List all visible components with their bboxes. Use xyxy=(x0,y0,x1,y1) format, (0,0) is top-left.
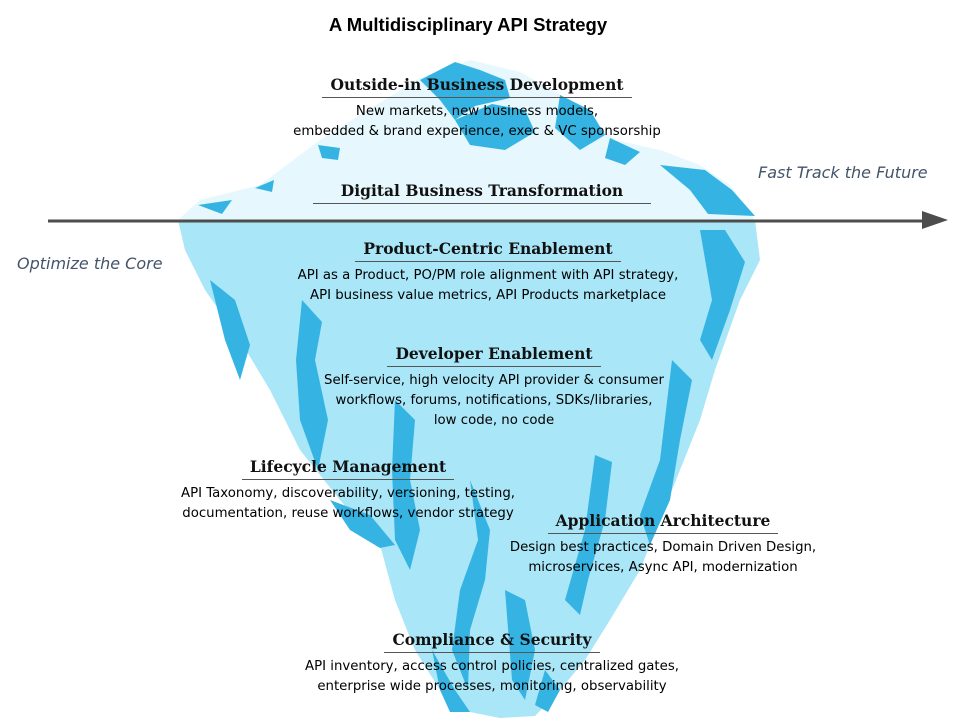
section-developer: Developer Enablement Self-service, high … xyxy=(294,344,694,431)
iceberg-tip-shadows xyxy=(198,62,755,216)
iceberg-body xyxy=(178,220,760,718)
iceberg-body-shadows xyxy=(210,230,745,712)
section-line: documentation, reuse workflows, vendor s… xyxy=(182,506,514,521)
waterline-arrow xyxy=(48,211,948,229)
section-heading: Product-Centric Enablement xyxy=(355,239,621,262)
iceberg-tip xyxy=(178,60,755,220)
section-line: low code, no code xyxy=(433,413,555,428)
diagram-title: A Multidisciplinary API Strategy xyxy=(328,14,608,35)
section-heading: Outside-in Business Development xyxy=(322,75,632,98)
section-heading: Compliance & Security xyxy=(384,630,600,653)
section-line: workflows, forums, notifications, SDKs/l… xyxy=(335,393,653,408)
section-heading: Digital Business Transformation xyxy=(312,181,652,204)
section-line: API as a Product, PO/PM role alignment w… xyxy=(297,268,679,283)
section-product: Product-Centric Enablement API as a Prod… xyxy=(238,239,738,306)
section-digital: Digital Business Transformation xyxy=(282,181,682,204)
section-architecture: Application Architecture Design best pra… xyxy=(463,511,863,578)
section-line: Design best practices, Domain Driven Des… xyxy=(509,540,817,555)
section-line: New markets, new business models, xyxy=(355,104,599,119)
section-line: microservices, Async API, modernization xyxy=(528,560,798,575)
section-line: API inventory, access control policies, … xyxy=(305,659,679,674)
arrow-head xyxy=(922,211,948,229)
section-heading: Developer Enablement xyxy=(387,344,601,367)
section-compliance: Compliance & Security API inventory, acc… xyxy=(242,630,742,697)
section-line: API Taxonomy, discoverability, versionin… xyxy=(180,486,516,501)
section-line: API business value metrics, API Products… xyxy=(309,288,667,303)
section-lifecycle: Lifecycle Management API Taxonomy, disco… xyxy=(148,457,548,524)
section-line: enterprise wide processes, monitoring, o… xyxy=(317,679,667,694)
axis-right-label: Fast Track the Future xyxy=(758,163,928,182)
section-line: embedded & brand experience, exec & VC s… xyxy=(293,124,661,139)
section-line: Self-service, high velocity API provider… xyxy=(324,373,664,388)
section-heading: Application Architecture xyxy=(547,511,779,534)
axis-left-label: Optimize the Core xyxy=(17,254,163,273)
section-heading: Lifecycle Management xyxy=(241,457,455,480)
section-outside-in: Outside-in Business Development New mark… xyxy=(277,75,677,142)
